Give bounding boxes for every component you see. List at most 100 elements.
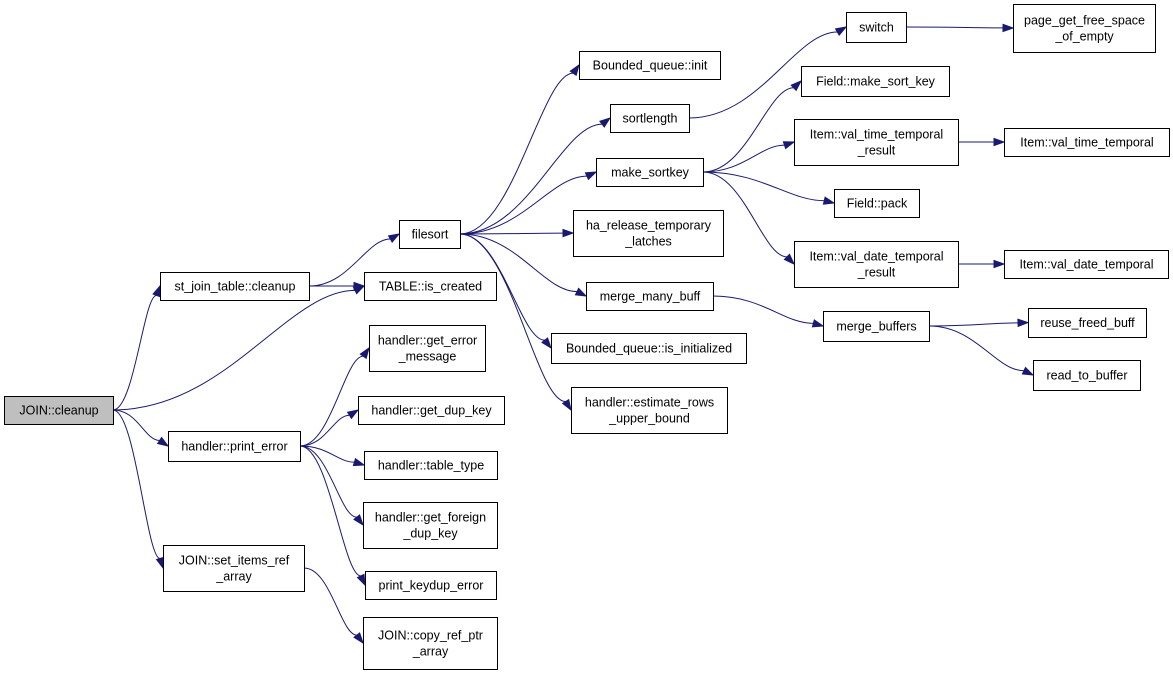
node-label: handler::estimate_rows: [585, 396, 714, 410]
node-bounded-queue-is-initialized[interactable]: Bounded_queue::is_initialized: [551, 333, 747, 364]
node-label: switch: [859, 21, 894, 35]
node-table-is-created[interactable]: TABLE::is_created: [364, 272, 497, 301]
node-bounded-queue-init[interactable]: Bounded_queue::init: [579, 51, 721, 80]
node-box: [586, 282, 714, 311]
node-item-val-time-temporal[interactable]: Item::val_time_temporal: [1004, 128, 1170, 157]
node-label: Bounded_queue::is_initialized: [566, 342, 732, 356]
edge-filesort-to-sortlength: [459, 117, 612, 235]
edge-item-val-time-temporal-result-to-item-val-time-temporal: [958, 137, 1006, 147]
node-handler-print-error[interactable]: handler::print_error: [168, 431, 301, 462]
node-label: JOIN::cleanup: [19, 404, 98, 418]
node-box: [801, 66, 950, 97]
node-label: _result: [857, 266, 896, 280]
node-merge-many-buff[interactable]: merge_many_buff: [586, 282, 714, 311]
node-box: [596, 158, 704, 187]
node-field-pack[interactable]: Field::pack: [834, 189, 920, 218]
node-item-val-date-temporal-result[interactable]: Item::val_date_temporal_result: [794, 241, 959, 288]
node-handler-get-foreign-dup-key[interactable]: handler::get_foreign_dup_key: [363, 502, 498, 549]
node-box: [1004, 128, 1170, 157]
edge-item-val-date-temporal-result-to-item-val-date-temporal: [958, 259, 1006, 269]
node-print-keydup-error[interactable]: print_keydup_error: [365, 571, 497, 600]
node-label: handler::table_type: [378, 459, 484, 473]
node-label: merge_many_buff: [600, 290, 701, 304]
edge-handler-print-error-to-handler-table-type: [299, 445, 366, 467]
node-filesort[interactable]: filesort: [399, 220, 461, 249]
node-join-set-items-ref-array[interactable]: JOIN::set_items_ref_array: [163, 545, 305, 592]
node-label: JOIN::set_items_ref: [179, 554, 290, 568]
node-box: [1004, 250, 1169, 279]
node-label: ha_release_temporary: [586, 219, 712, 233]
node-merge-buffers[interactable]: merge_buffers: [823, 311, 930, 342]
node-box: [163, 545, 305, 592]
node-box: [365, 571, 497, 600]
edge-join-set-items-ref-array-to-join-copy-ref-ptr-array: [303, 567, 364, 645]
node-box: [823, 311, 930, 342]
node-box: [363, 617, 498, 670]
node-ha-release-temporary-latches[interactable]: ha_release_temporary _latches: [573, 210, 724, 257]
node-label: Item::val_time_temporal: [1020, 136, 1153, 150]
node-box: [571, 387, 728, 434]
node-handler-get-error-message[interactable]: handler::get_error_message: [369, 325, 486, 372]
node-sortlength[interactable]: sortlength: [610, 104, 690, 133]
node-join-cleanup[interactable]: JOIN::cleanup: [4, 396, 114, 425]
edge-join-cleanup-to-st-join-table-cleanup: [112, 284, 161, 411]
edge-filesort-to-make-sortkey: [459, 171, 598, 235]
node-handler-table-type[interactable]: handler::table_type: [364, 451, 498, 480]
edge-filesort-to-ha-release-temporary-latches: [459, 228, 575, 238]
node-box: [160, 272, 310, 301]
node-label: handler::get_foreign: [375, 511, 486, 525]
node-switch[interactable]: switch: [846, 12, 907, 43]
node-handler-estimate-rows-upper-bound[interactable]: handler::estimate_rows_upper_bound: [571, 387, 728, 434]
node-reuse-freed-buff[interactable]: reuse_freed_buff: [1028, 308, 1147, 338]
node-box: [358, 396, 505, 425]
edge-join-cleanup-to-handler-print-error: [112, 409, 170, 447]
node-label: Field::make_sort_key: [816, 75, 936, 89]
edge-handler-print-error-to-handler-get-foreign-dup-key: [299, 445, 364, 527]
node-read-to-buffer[interactable]: read_to_buffer: [1033, 360, 1141, 391]
node-field-make-sort-key[interactable]: Field::make_sort_key: [801, 66, 950, 97]
node-box: [834, 189, 920, 218]
node-label: read_to_buffer: [1046, 369, 1127, 383]
edges-layer: [112, 23, 1035, 645]
node-page-get-free-space-of-empty[interactable]: page_get_free_space_of_empty: [1013, 4, 1156, 53]
node-box: [573, 210, 724, 257]
node-label: make_sortkey: [611, 166, 690, 180]
node-label: Item::val_date_temporal: [1019, 258, 1153, 272]
node-join-copy-ref-ptr-array[interactable]: JOIN::copy_ref_ptr_array: [363, 617, 498, 670]
node-label: _message: [398, 350, 457, 364]
edge-sortlength-to-switch: [688, 26, 848, 119]
edge-handler-print-error-to-handler-get-dup-key: [299, 409, 360, 447]
node-make-sortkey[interactable]: make_sortkey: [596, 158, 704, 187]
node-box: [794, 119, 959, 166]
node-box: [364, 272, 497, 301]
node-box: [363, 502, 498, 549]
node-box: [369, 325, 486, 372]
node-handler-get-dup-key[interactable]: handler::get_dup_key: [358, 396, 505, 425]
node-label: Item::val_time_temporal: [810, 128, 943, 142]
edge-make-sortkey-to-item-val-date-temporal-result: [702, 171, 796, 266]
node-label: Bounded_queue::init: [593, 59, 708, 73]
node-label: _upper_bound: [608, 412, 690, 426]
node-st-join-table-cleanup[interactable]: st_join_table::cleanup: [160, 272, 310, 301]
node-box: [1033, 360, 1141, 391]
edge-filesort-to-merge-many-buff: [459, 233, 588, 297]
edge-join-cleanup-to-join-set-items-ref-array: [112, 409, 164, 570]
node-label: _array: [215, 570, 252, 584]
edge-merge-many-buff-to-merge-buffers: [712, 295, 825, 328]
node-label: Item::val_date_temporal: [809, 250, 943, 264]
node-label: _of_empty: [1054, 30, 1114, 44]
node-label: handler::get_error: [378, 334, 477, 348]
node-item-val-date-temporal[interactable]: Item::val_date_temporal: [1004, 250, 1169, 279]
node-label: print_keydup_error: [379, 579, 484, 593]
edge-join-cleanup-to-table-is-created: [112, 285, 366, 411]
node-label: TABLE::is_created: [379, 280, 482, 294]
node-label: _dup_key: [402, 527, 458, 541]
node-box: [168, 431, 301, 462]
node-box: [1013, 4, 1156, 53]
node-label: _result: [857, 144, 896, 158]
edge-handler-print-error-to-handler-get-error-message: [299, 346, 370, 447]
node-item-val-time-temporal-result[interactable]: Item::val_time_temporal_result: [794, 119, 959, 166]
node-label: _latches: [624, 235, 672, 249]
node-box: [579, 51, 721, 80]
